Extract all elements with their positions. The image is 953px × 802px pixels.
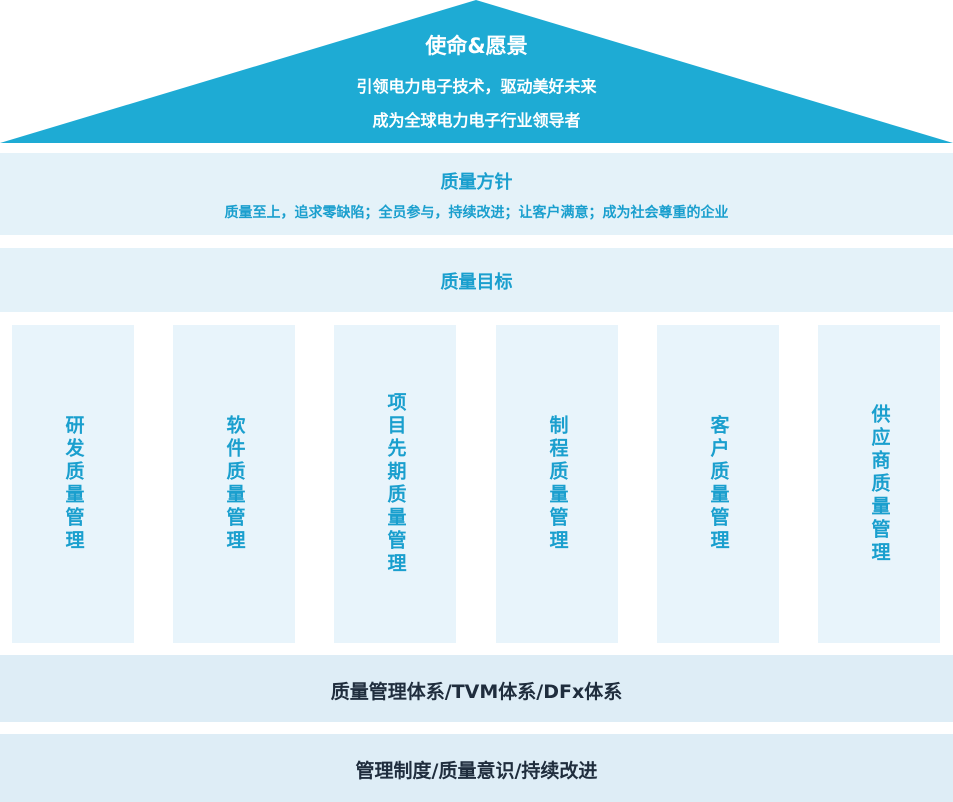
mission-text: 引领电力电子技术，驱动美好未来 bbox=[356, 77, 597, 96]
foundation-band: 管理制度/质量意识/持续改进 bbox=[0, 734, 953, 802]
pillar-label: 供应商质量管理 bbox=[868, 403, 891, 565]
quality-system-band: 质量管理体系/TVM体系/DFx体系 bbox=[0, 655, 953, 722]
pillar-supplier-quality: 供应商质量管理 bbox=[818, 325, 940, 643]
roof-shape bbox=[0, 0, 953, 143]
foundation-text: 管理制度/质量意识/持续改进 bbox=[355, 760, 598, 782]
quality-policy-band: 质量方针 质量至上，追求零缺陷；全员参与，持续改进；让客户满意；成为社会尊重的企… bbox=[0, 153, 953, 235]
quality-goal-band: 质量目标 bbox=[0, 248, 953, 312]
pillar-rd-quality: 研发质量管理 bbox=[12, 325, 134, 643]
pillar-label: 软件质量管理 bbox=[223, 415, 246, 553]
quality-policy-title: 质量方针 bbox=[440, 172, 513, 193]
quality-policy-text: 质量至上，追求零缺陷；全员参与，持续改进；让客户满意；成为社会尊重的企业 bbox=[224, 205, 729, 221]
pillar-label: 制程质量管理 bbox=[546, 415, 569, 553]
roof-mission-vision: 使命&愿景 引领电力电子技术，驱动美好未来 成为全球电力电子行业领导者 bbox=[0, 0, 953, 143]
vision-text: 成为全球电力电子行业领导者 bbox=[372, 111, 581, 130]
pillar-process-quality: 制程质量管理 bbox=[496, 325, 618, 643]
quality-goal-title: 质量目标 bbox=[440, 272, 513, 293]
quality-system-text: 质量管理体系/TVM体系/DFx体系 bbox=[330, 681, 623, 703]
roof-title: 使命&愿景 bbox=[425, 34, 528, 58]
pillar-label: 研发质量管理 bbox=[62, 415, 85, 553]
pillar-software-quality: 软件质量管理 bbox=[173, 325, 295, 643]
pillar-label: 项目先期质量管理 bbox=[384, 392, 407, 576]
pillar-customer-quality: 客户质量管理 bbox=[657, 325, 779, 643]
pillar-project-early-quality: 项目先期质量管理 bbox=[334, 325, 456, 643]
pillar-label: 客户质量管理 bbox=[707, 415, 730, 553]
